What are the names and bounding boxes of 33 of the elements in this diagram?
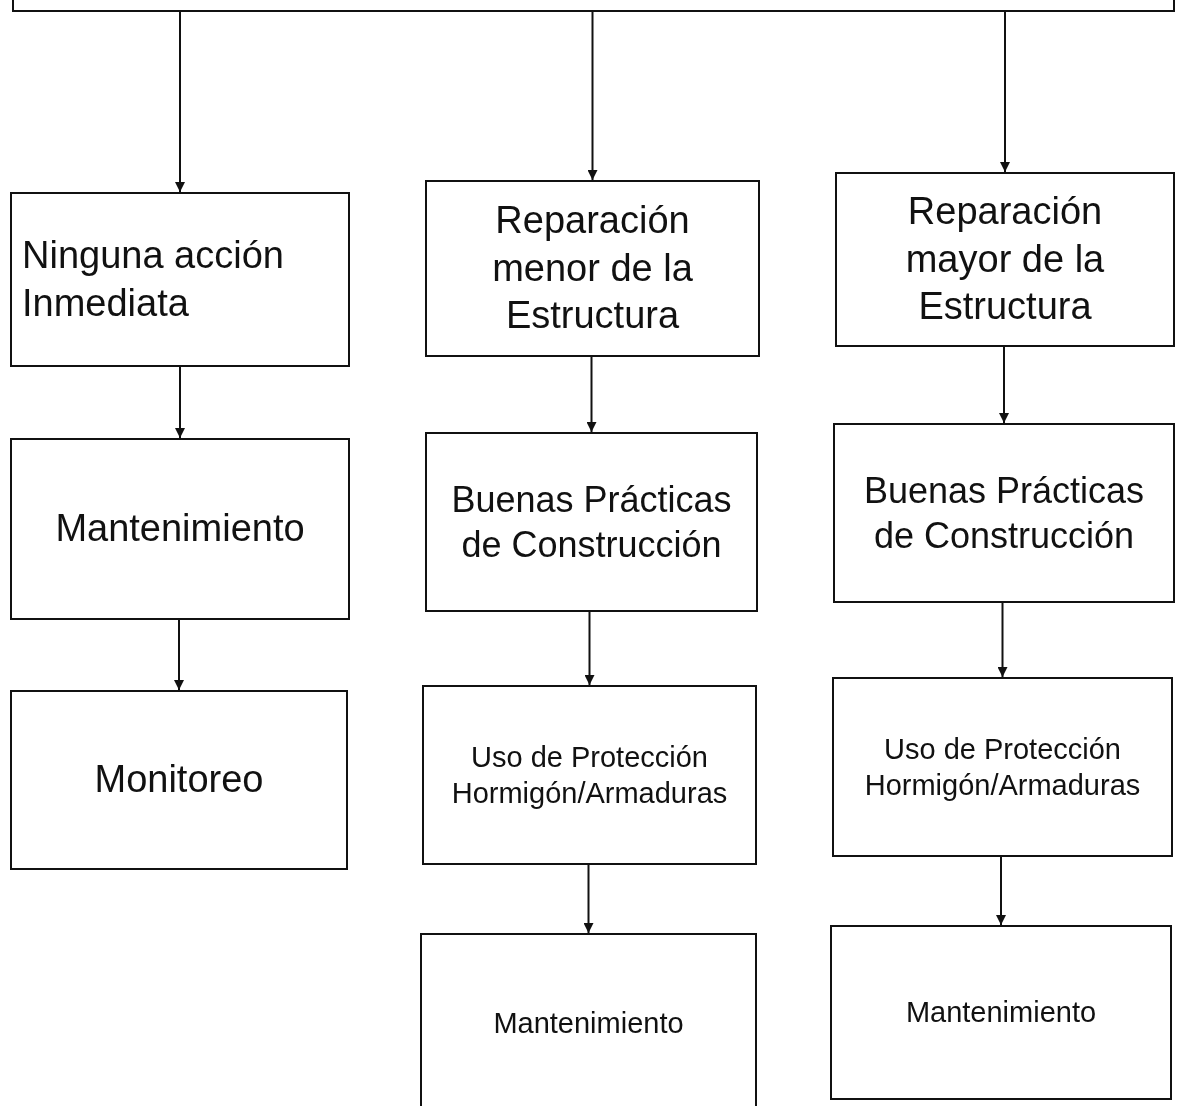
process-box xyxy=(833,423,1175,603)
process-box xyxy=(10,192,350,367)
box-label: Mantenimiento xyxy=(493,1005,684,1041)
box-label: Buenas Prácticas de Construcción xyxy=(450,478,733,567)
process-box xyxy=(830,925,1172,1100)
box-label: Reparación mayor de la Estructura xyxy=(904,189,1106,330)
arrow xyxy=(997,602,1008,678)
process-box xyxy=(835,172,1175,347)
box-label: Buenas Prácticas de Construcción xyxy=(862,469,1146,558)
arrow xyxy=(174,619,184,691)
arrow xyxy=(996,856,1006,926)
box-label: Mantenimiento xyxy=(55,506,305,552)
arrow xyxy=(583,864,594,934)
box-label: Mantenimiento xyxy=(905,995,1097,1031)
process-box xyxy=(425,180,760,357)
process-box xyxy=(832,677,1173,857)
arrow xyxy=(999,346,1009,424)
arrow xyxy=(584,611,595,686)
box-label: Monitoreo xyxy=(94,757,264,803)
arrow xyxy=(587,11,598,181)
arrow xyxy=(175,366,185,439)
box-label: Reparación menor de la Estructura xyxy=(491,198,694,339)
box-label: Ninguna acción Inmediata xyxy=(22,233,285,326)
arrow xyxy=(175,11,185,193)
box-label: Uso de Protección Hormigón/Armaduras xyxy=(450,739,729,811)
box-label: Uso de Protección Hormigón/Armaduras xyxy=(863,731,1142,803)
arrow xyxy=(586,356,597,433)
process-box xyxy=(10,690,348,870)
arrow xyxy=(1000,11,1010,173)
process-box xyxy=(422,685,757,865)
process-box xyxy=(420,933,757,1106)
process-box xyxy=(10,438,350,620)
process-box xyxy=(425,432,758,612)
